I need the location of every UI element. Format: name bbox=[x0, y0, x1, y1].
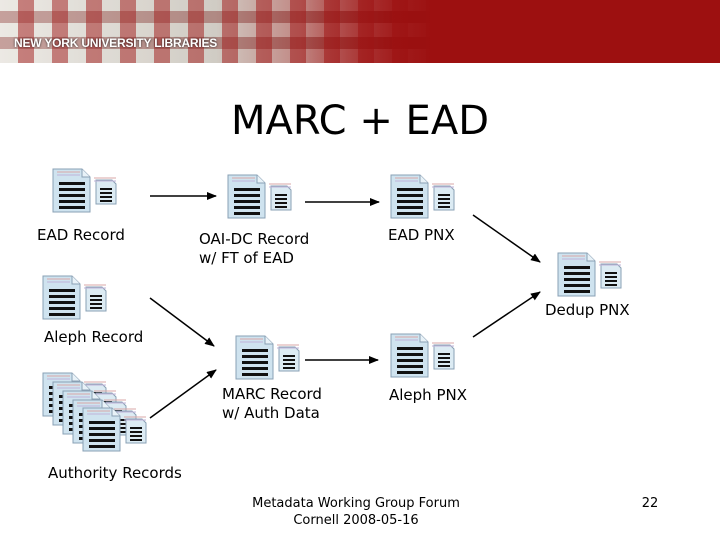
ead-record-label: EAD Record bbox=[37, 226, 125, 244]
arrow-aleph-record-to-marc bbox=[149, 297, 215, 347]
arrow-ead-pnx-to-dedup bbox=[472, 214, 541, 263]
page-number: 22 bbox=[641, 496, 659, 511]
marc-record-label: MARC Record w/ Auth Data bbox=[222, 385, 322, 422]
ead-pnx-label: EAD PNX bbox=[388, 226, 455, 244]
authority-records-label: Authority Records bbox=[48, 464, 182, 482]
nyu-libraries-logo: NEW YORK UNIVERSITY LIBRARIES bbox=[14, 36, 218, 50]
footer-event-line1: Metadata Working Group Forum bbox=[252, 496, 460, 511]
aleph-record-label: Aleph Record bbox=[44, 328, 144, 346]
footer-event: Metadata Working Group Forum Cornell 200… bbox=[226, 495, 486, 529]
footer-event-line2: Cornell 2008-05-16 bbox=[293, 513, 419, 528]
oai-dc-record-label: OAI-DC Record w/ FT of EAD bbox=[199, 230, 310, 267]
aleph-pnx-label: Aleph PNX bbox=[389, 386, 467, 404]
dedup-pnx-label: Dedup PNX bbox=[545, 301, 630, 319]
arrow-aleph-pnx-to-dedup bbox=[472, 291, 541, 338]
arrow-authority-to-marc bbox=[149, 369, 217, 419]
slide-title: MARC + EAD bbox=[231, 98, 489, 144]
header-banner: NEW YORK UNIVERSITY LIBRARIES bbox=[0, 0, 720, 63]
